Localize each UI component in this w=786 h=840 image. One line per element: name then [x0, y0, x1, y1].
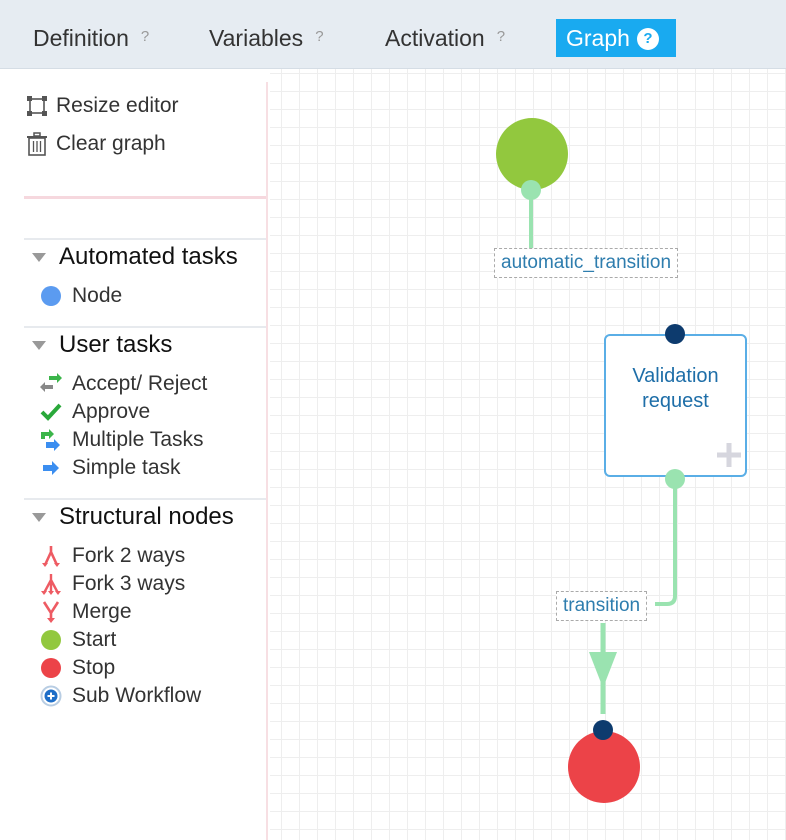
tab-activation[interactable]: Activation?	[375, 19, 515, 57]
edge-label-transition[interactable]: transition	[556, 591, 648, 621]
tab-variables-help-icon[interactable]: ?	[315, 28, 324, 45]
tab-definition-help-icon[interactable]: ?	[140, 28, 150, 45]
toolbar-divider	[24, 196, 266, 199]
palette-item-accept-reject[interactable]: Accept/ Reject	[40, 372, 207, 396]
node-icon	[40, 285, 62, 307]
palette-item-sub-workflow[interactable]: Sub Workflow	[40, 684, 201, 708]
palette-item-label: Approve	[72, 400, 151, 423]
tab-variables-label: Variables	[209, 25, 304, 51]
sidebar-divider	[266, 82, 268, 840]
approve-icon	[40, 401, 62, 423]
tab-activation-help-icon[interactable]: ?	[496, 28, 506, 45]
sidebar	[0, 69, 266, 840]
merge-icon	[40, 601, 62, 623]
resize-editor-button[interactable]: Resize editor	[26, 94, 179, 118]
palette-item-label: Node	[72, 284, 123, 307]
section-divider	[24, 326, 266, 328]
palette-item-multiple-tasks[interactable]: Multiple Tasks	[40, 428, 204, 452]
palette-item-label: Fork 3 ways	[72, 572, 186, 595]
fork-3-ways-icon	[40, 573, 62, 595]
palette-item-label: Start	[72, 628, 117, 651]
tab-activation-label: Activation	[385, 25, 485, 51]
multiple-tasks-icon	[40, 429, 62, 451]
start-icon	[40, 629, 62, 651]
tab-definition[interactable]: Definition?	[23, 19, 159, 57]
tab-graph-label: Graph	[566, 25, 630, 51]
palette-item-simple-task[interactable]: Simple task	[40, 456, 181, 480]
collapse-triangle-icon	[32, 340, 46, 350]
section-title-label: Automated tasks	[59, 243, 238, 270]
collapse-triangle-icon	[32, 512, 46, 522]
palette-item-fork-2-ways[interactable]: Fork 2 ways	[40, 544, 185, 568]
palette-item-label: Simple task	[72, 456, 181, 479]
stop-node[interactable]	[564, 727, 644, 807]
clear-graph-label: Clear graph	[56, 132, 166, 155]
trash-icon	[27, 132, 47, 156]
task-node-output-port[interactable]	[663, 467, 687, 491]
task-node-input-port[interactable]	[663, 322, 687, 346]
task-node-validation-request[interactable]: Validation request	[604, 334, 747, 477]
task-label-line2: request	[642, 390, 709, 412]
accept-reject-icon	[40, 373, 62, 395]
section-title-label: User tasks	[59, 331, 173, 358]
palette-item-merge[interactable]: Merge	[40, 600, 132, 624]
tab-graph[interactable]: Graph?	[556, 19, 676, 57]
collapse-triangle-icon	[32, 252, 46, 262]
tab-bar: Definition? Variables? Activation? Graph…	[0, 0, 786, 69]
section-divider	[24, 238, 266, 240]
section-structural-nodes[interactable]: Structural nodes	[32, 503, 234, 531]
palette-item-approve[interactable]: Approve	[40, 400, 150, 424]
task-node-label: Validation request	[606, 364, 745, 414]
section-user-tasks[interactable]: User tasks	[32, 331, 172, 359]
start-node[interactable]	[492, 114, 572, 194]
simple-task-icon	[40, 457, 62, 479]
tab-definition-label: Definition	[33, 25, 129, 51]
palette-item-node[interactable]: Node	[40, 284, 122, 308]
palette-item-stop[interactable]: Stop	[40, 656, 115, 680]
palette-item-label: Sub Workflow	[72, 684, 202, 707]
palette-item-fork-3-ways[interactable]: Fork 3 ways	[40, 572, 185, 596]
section-divider	[24, 498, 266, 500]
edge-label-automatic-transition[interactable]: automatic_transition	[494, 248, 679, 278]
palette-item-label: Merge	[72, 600, 132, 623]
stop-node-input-port[interactable]	[591, 718, 615, 742]
resize-icon	[27, 96, 47, 116]
palette-item-label: Fork 2 ways	[72, 544, 186, 567]
section-automated-tasks[interactable]: Automated tasks	[32, 243, 238, 271]
palette-item-label: Multiple Tasks	[72, 428, 204, 451]
clear-graph-button[interactable]: Clear graph	[26, 132, 166, 156]
tab-variables[interactable]: Variables?	[199, 19, 334, 57]
stop-icon	[40, 657, 62, 679]
sub-workflow-icon	[40, 685, 62, 707]
palette-item-label: Stop	[72, 656, 116, 679]
task-label-line1: Validation	[632, 365, 719, 387]
start-node-output-port[interactable]	[519, 178, 543, 202]
add-subtask-icon[interactable]	[713, 439, 745, 471]
palette-item-start[interactable]: Start	[40, 628, 116, 652]
resize-editor-label: Resize editor	[56, 94, 179, 117]
fork-2-ways-icon	[40, 545, 62, 567]
palette-item-label: Accept/ Reject	[72, 372, 208, 395]
section-title-label: Structural nodes	[59, 503, 234, 530]
tab-graph-help-icon[interactable]: ?	[636, 28, 659, 50]
